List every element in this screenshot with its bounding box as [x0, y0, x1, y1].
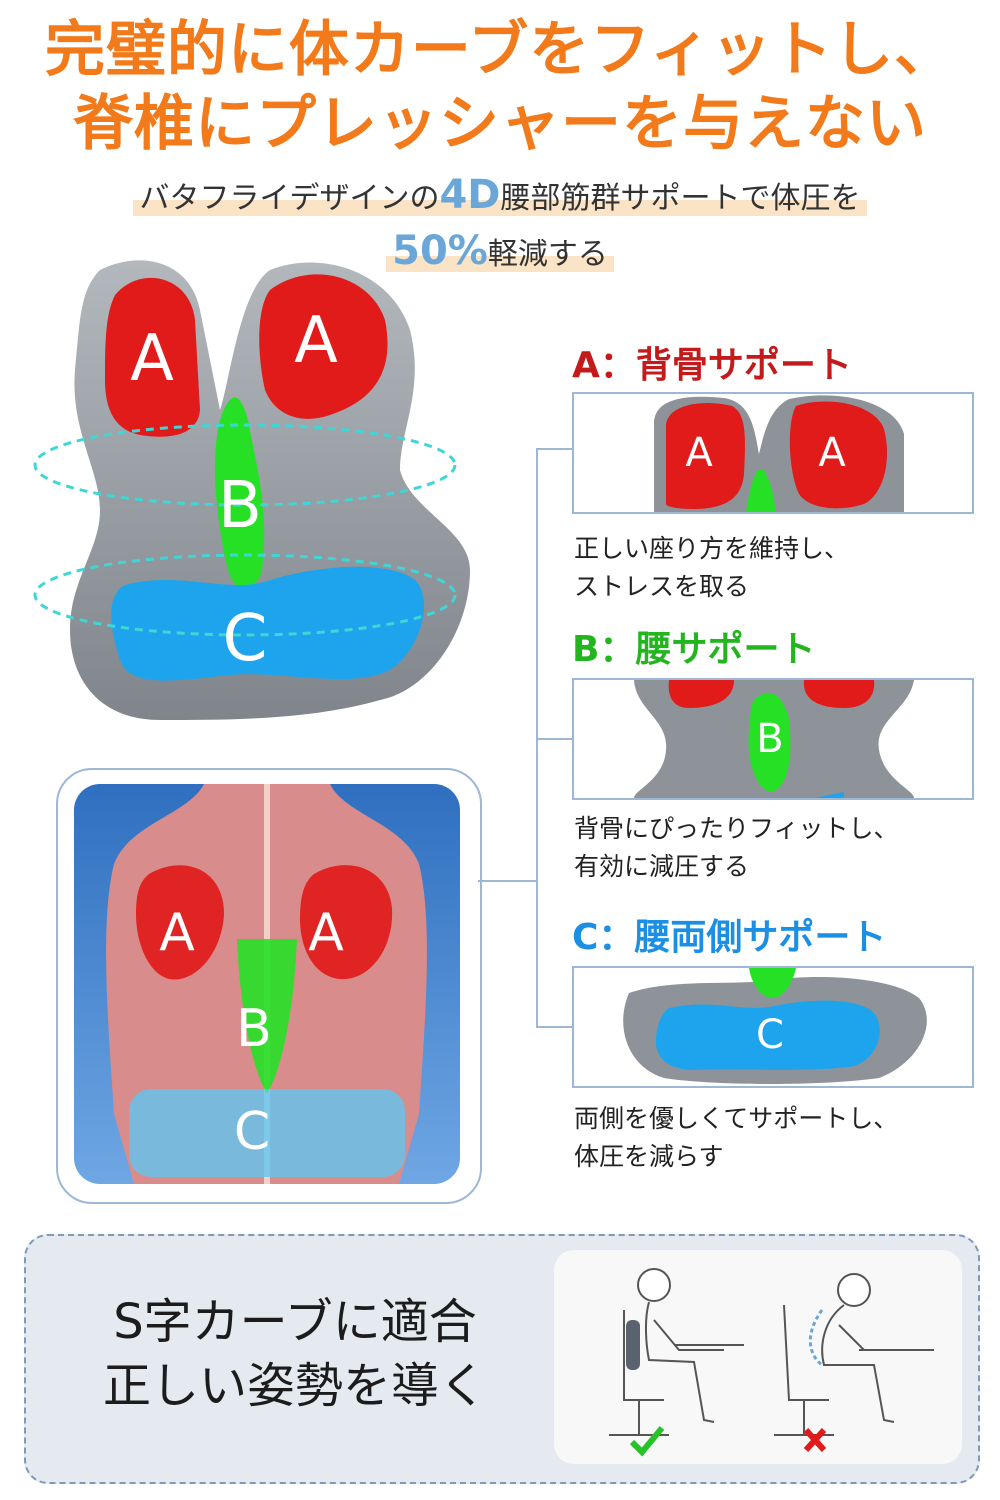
section-a-box: A A	[572, 392, 974, 514]
section-a-image: A A	[654, 395, 904, 512]
section-b-image: B	[634, 680, 914, 798]
section-b-title: B：腰サポート	[572, 629, 816, 670]
section-b-desc-1: 背骨にぴったりフィットし、	[574, 814, 899, 843]
section-a-zone-left	[666, 403, 745, 509]
anatomy-zone-a-left	[136, 865, 224, 980]
zone-c-label: C	[223, 602, 268, 676]
posture-comparison-illustration	[609, 1268, 934, 1457]
sub1-4d: 4D	[439, 172, 501, 218]
section-c-title: C：腰両側サポート	[572, 917, 887, 958]
section-b-zone-c	[814, 792, 844, 798]
posture-line-1: S字カーブに適合	[113, 1294, 477, 1350]
zone-a-right	[259, 274, 388, 419]
section-a-label-right: A	[818, 430, 846, 476]
section-c-desc-2: 体圧を減らす	[574, 1142, 724, 1171]
section-b-box: B	[572, 678, 974, 800]
section-a-desc-2: ストレスを取る	[574, 572, 750, 601]
posture-image-frame	[554, 1250, 962, 1464]
connector-c	[536, 1026, 572, 1028]
anatomy-illustration: A A B C	[74, 784, 460, 1184]
cross-icon	[803, 1427, 827, 1453]
connector-a	[536, 448, 572, 450]
section-a-title: A：背骨サポート	[572, 345, 852, 386]
sub1-prefix: バタフライデザインの	[139, 181, 440, 216]
section-c-desc-1: 両側を優しくてサポートし、	[574, 1104, 899, 1133]
section-b-desc-2: 有効に減圧する	[574, 852, 750, 881]
section-b-zone-b	[748, 692, 791, 792]
anatomy-zone-c	[129, 1089, 405, 1177]
anatomy-a-left-label: A	[159, 903, 195, 963]
section-c-label: C	[756, 1012, 784, 1058]
check-icon	[629, 1426, 665, 1457]
anatomy-c-label: C	[234, 1102, 270, 1162]
section-c-box: C	[572, 966, 974, 1088]
posture-line-2: 正しい姿勢を導く	[102, 1358, 487, 1414]
subheadline-2: 50%軽減する	[0, 228, 1000, 274]
zone-b-label: B	[218, 469, 262, 543]
section-b-zone-a-right	[803, 680, 875, 708]
section-c-image: C	[623, 968, 927, 1084]
anatomy-zone-a-right	[300, 865, 393, 980]
headline-line-2: 脊椎にプレッシャーを与えない	[73, 89, 927, 159]
section-a-zone-right	[789, 401, 888, 509]
sub1-suffix: 腰部筋群サポートで体圧を	[500, 181, 861, 216]
section-a-zone-b	[746, 469, 776, 512]
correct-cushion	[626, 1320, 640, 1370]
posture-text: S字カーブに適合 正しい姿勢を導く	[60, 1290, 530, 1418]
section-b-label: B	[756, 716, 783, 762]
section-a-desc-1: 正しい座り方を維持し、	[574, 534, 850, 563]
spine-curve-indicator	[808, 1309, 824, 1367]
connector-horizontal	[478, 880, 538, 882]
zone-a-left	[105, 277, 200, 437]
section-b-zone-a-left	[668, 680, 734, 708]
section-c-zone-b	[749, 968, 796, 998]
zone-c	[111, 566, 425, 681]
rotation-arrow-top	[33, 423, 457, 507]
zone-a-left-label: A	[130, 322, 174, 396]
zone-a-right-label: A	[294, 304, 338, 378]
anatomy-a-right-label: A	[308, 903, 344, 963]
anatomy-zone-b	[237, 939, 297, 1094]
connector-b	[536, 738, 572, 740]
subheadline-1: バタフライデザインの4D腰部筋群サポートで体圧を	[0, 172, 1000, 218]
zone-b	[214, 397, 265, 589]
headline-line-1: 完璧的に体カーブをフィットし、	[44, 15, 956, 85]
section-a-label-left: A	[685, 430, 713, 476]
sub2-suffix: 軽減する	[487, 237, 608, 272]
anatomy-b-label: B	[236, 999, 272, 1059]
section-c-zone-c	[655, 1000, 880, 1070]
cushion-illustration: A A B C	[33, 260, 470, 720]
rotation-arrow-bottom	[33, 553, 457, 637]
sub2-percent: 50%	[392, 228, 488, 274]
incorrect-posture-figure	[774, 1273, 934, 1436]
